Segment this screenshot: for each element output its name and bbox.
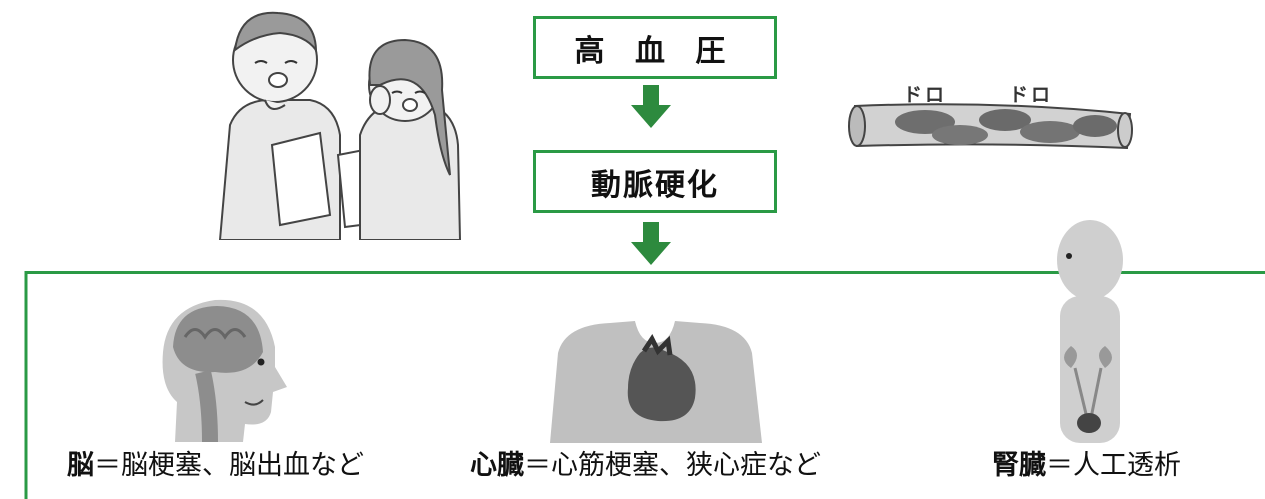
arteriosclerosis-box: 動脈硬化: [533, 150, 777, 213]
equals-sign: ＝: [1046, 450, 1073, 481]
equals-sign: ＝: [524, 450, 551, 481]
brain-effects: 脳梗塞、脳出血など: [121, 450, 364, 481]
heart-effects: 心筋梗塞、狭心症など: [551, 450, 821, 481]
doro-label: ドロ: [1009, 84, 1054, 106]
equals-sign: ＝: [94, 450, 121, 481]
heart-organ-label: 心臓: [470, 450, 524, 481]
clogged-blood-vessel-illustration: [848, 103, 1133, 150]
brain-caption: 脳＝脳梗塞、脳出血など: [67, 452, 364, 479]
kidney-effects: 人工透析: [1073, 450, 1181, 481]
doro-label: ドロ: [903, 84, 948, 106]
arrow-down-icon: [631, 85, 671, 128]
arteriosclerosis-label: 動脈硬化: [591, 167, 719, 203]
hypertension-box: 高 血 圧: [533, 16, 777, 79]
brain-head-illustration: [162, 299, 287, 442]
kidney-organ-label: 腎臓: [992, 450, 1046, 481]
hypertension-label: 高 血 圧: [574, 33, 736, 69]
kidney-body-illustration: [1057, 220, 1123, 443]
arrow-down-icon: [631, 222, 671, 265]
worried-couple-illustration: [218, 11, 462, 240]
kidney-caption: 腎臓＝人工透析: [992, 452, 1181, 479]
brain-organ-label: 脳: [67, 450, 94, 481]
heart-caption: 心臓＝心筋梗塞、狭心症など: [470, 452, 821, 479]
heart-torso-illustration: [550, 321, 762, 443]
organ-section-frame: [24, 271, 1265, 499]
